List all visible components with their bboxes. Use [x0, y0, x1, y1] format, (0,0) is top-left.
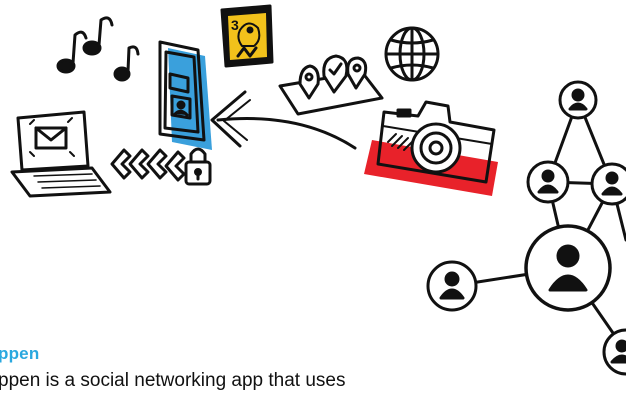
chevrons-icon [110, 148, 186, 182]
padlock-icon [184, 147, 212, 186]
social-network-icon [426, 80, 626, 376]
smartphone-icon [158, 40, 212, 150]
camera-icon [364, 100, 498, 196]
arrow-icon [210, 90, 357, 150]
map-pins-icon [278, 54, 384, 116]
stamp-icon [220, 4, 274, 68]
app-title: ppen [0, 344, 40, 363]
app-description: ppen is a social networking app that use… [0, 370, 346, 391]
globe-icon [384, 26, 440, 82]
svg-text:3: 3 [231, 17, 239, 33]
laptop-mail-icon [10, 110, 112, 198]
music-notes-icon [56, 16, 140, 82]
